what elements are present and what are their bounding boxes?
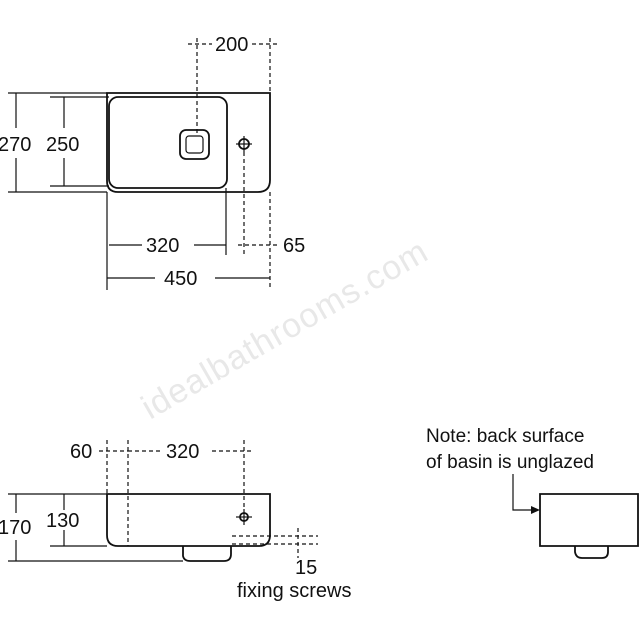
bowl-outline <box>108 96 228 189</box>
waste-outlet <box>179 129 210 160</box>
side-waste-trap <box>574 546 609 559</box>
dim-65-label: 65 <box>283 235 305 257</box>
side-view: Note: back surface of basin is unglazed <box>426 426 639 559</box>
fixing-screws-label: fixing screws <box>237 580 351 602</box>
note-line-2: of basin is unglazed <box>426 452 594 473</box>
dim-130-label: 130 <box>46 510 79 532</box>
note-leader <box>512 474 533 511</box>
dim-450-label: 450 <box>164 268 197 290</box>
dim-15-label: 15 <box>295 557 317 579</box>
dim-250-label: 250 <box>46 134 79 156</box>
basin-top-outline <box>106 92 271 193</box>
basin-side-outline <box>539 493 639 547</box>
note-arrowhead <box>531 506 540 514</box>
watermark: idealbathrooms.com <box>135 232 435 427</box>
waste-inner <box>185 135 204 154</box>
waste-trap <box>182 546 232 562</box>
dim-170-label: 170 <box>0 517 31 539</box>
front-view: 60 320 170 130 15 fixing screws <box>0 440 351 602</box>
dim-270-label: 270 <box>0 134 31 156</box>
dim-320-label: 320 <box>146 235 179 257</box>
basin-front-outline <box>106 493 271 547</box>
top-view: 200 270 250 320 65 450 <box>0 34 305 290</box>
dim-200-label: 200 <box>215 34 248 56</box>
dim-60-label: 60 <box>70 441 92 463</box>
dim-front-320-label: 320 <box>166 441 199 463</box>
note-line-1: Note: back surface <box>426 426 584 447</box>
